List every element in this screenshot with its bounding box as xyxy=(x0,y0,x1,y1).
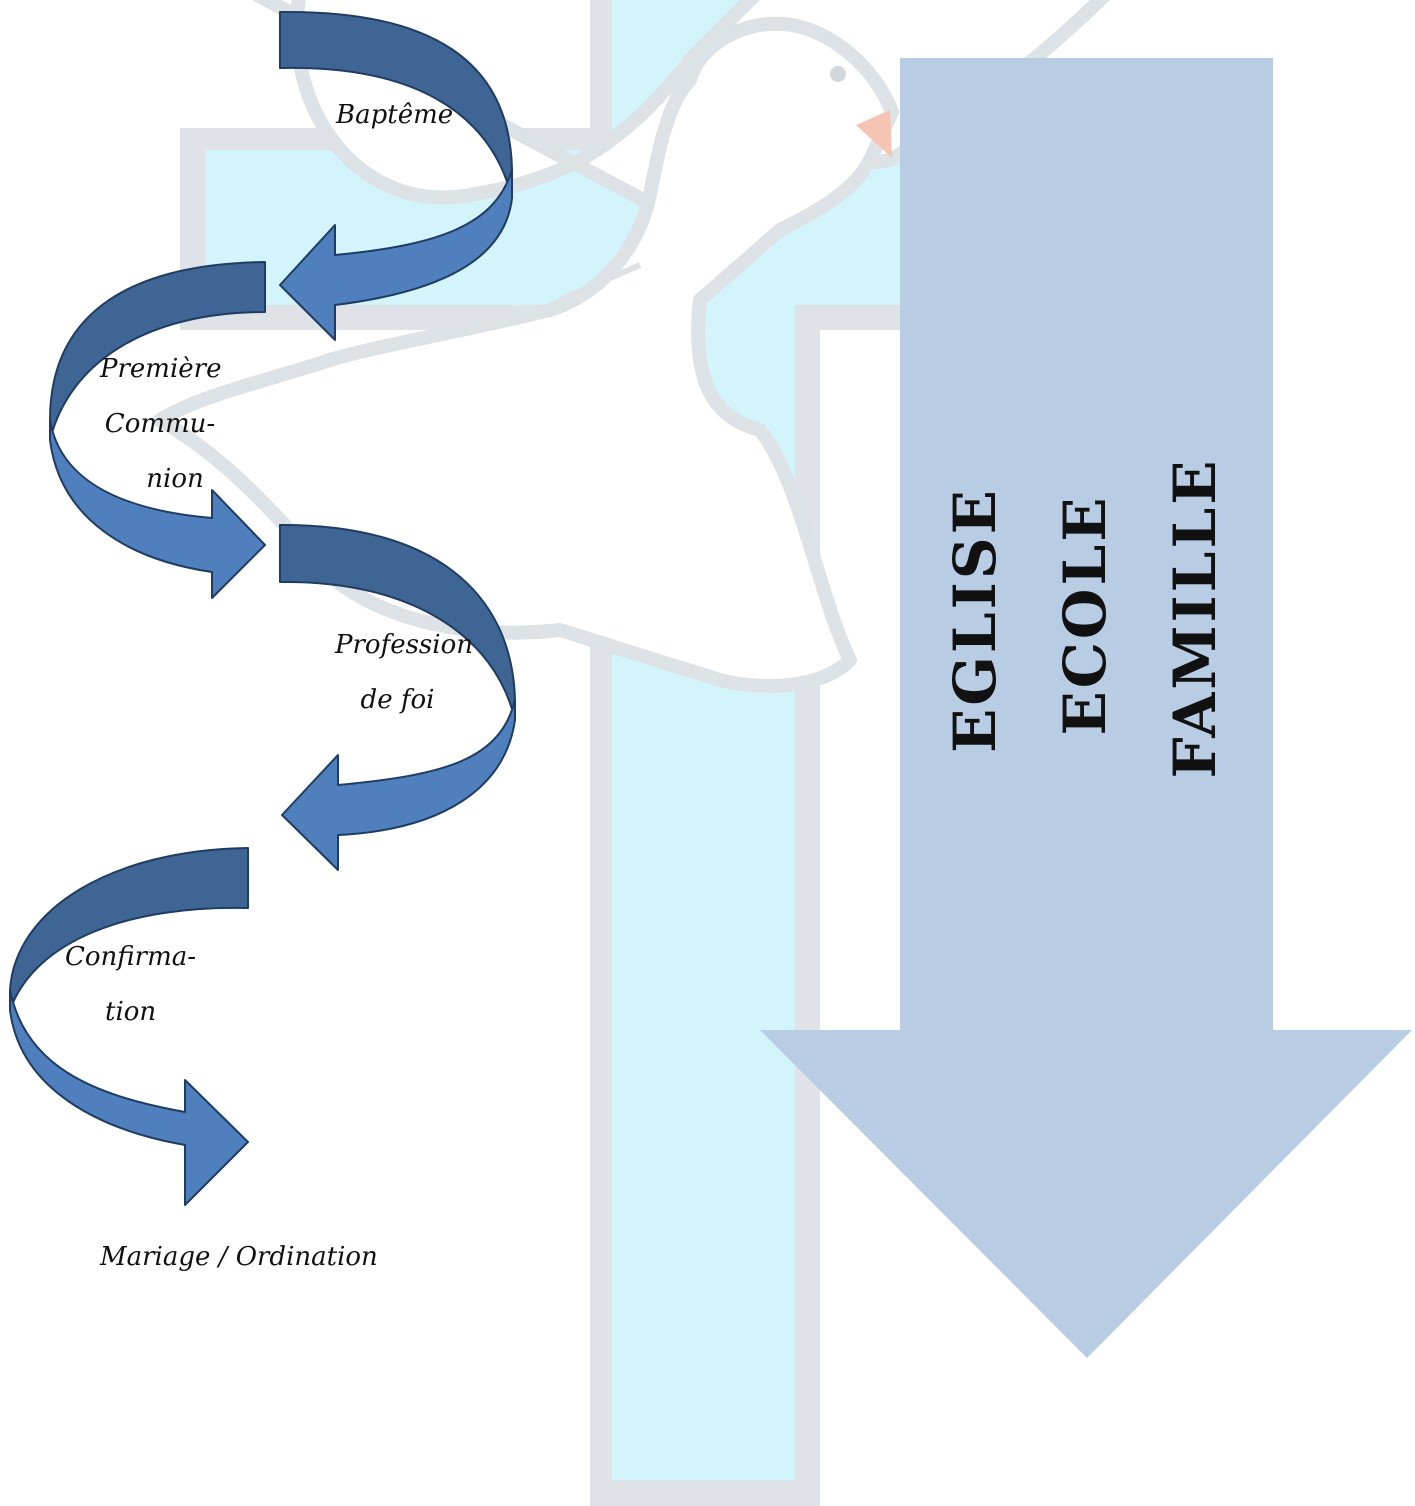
label-mariage-line1: Mariage / Ordination xyxy=(100,1242,378,1272)
label-premiere-line2: Commu- xyxy=(104,409,216,439)
label-mariage-ordination: Mariage / Ordination xyxy=(100,1230,378,1285)
label-confirmation-line2: tion xyxy=(105,997,157,1027)
pillar-ecole: ECOLE xyxy=(1051,494,1119,736)
label-premiere-line1: Première xyxy=(100,354,222,384)
label-premiere-communion: Première Commu- nion xyxy=(100,342,222,507)
label-profession-line1: Profession xyxy=(335,630,473,660)
label-profession-de-foi: Profession de foi xyxy=(335,618,473,728)
label-confirmation: Confirma- tion xyxy=(65,930,197,1040)
label-bapteme-line1: Baptême xyxy=(336,100,454,130)
label-bapteme: Baptême xyxy=(336,88,453,143)
curved-arrow-icon xyxy=(9,10,516,1206)
label-confirmation-line1: Confirma- xyxy=(65,942,197,972)
label-premiere-line3: nion xyxy=(146,464,204,494)
down-arrow-icon xyxy=(760,58,1412,1358)
pillar-famille: FAMILLE xyxy=(1161,457,1229,779)
cross-icon xyxy=(180,0,900,1506)
pillar-eglise: EGLISE xyxy=(941,487,1009,753)
dove-icon xyxy=(153,0,1110,693)
label-profession-line2: de foi xyxy=(360,685,435,715)
